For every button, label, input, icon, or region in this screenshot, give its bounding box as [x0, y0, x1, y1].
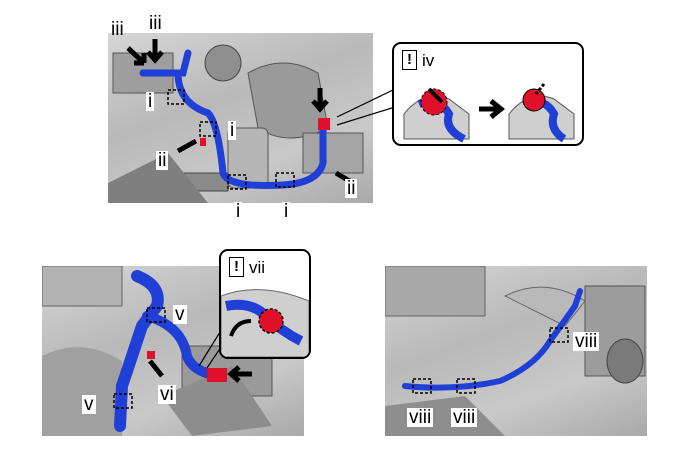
- top-red-clamp: [318, 118, 330, 130]
- left-callout-vii: ! vii: [219, 249, 311, 359]
- label-iii-left: iii: [111, 19, 124, 40]
- label-iii-top: iii: [149, 13, 162, 34]
- bottom-right-engine-view: [385, 266, 647, 436]
- top-callout-leader: [336, 88, 396, 126]
- top-engine-illustration: [108, 39, 364, 203]
- label-ii-right: ii: [345, 178, 358, 199]
- top-callout-iv: ! iv: [392, 42, 584, 146]
- caution-icon: !: [402, 50, 417, 70]
- bottom-right-engine-illustration: [385, 266, 646, 436]
- label-vi: vi: [158, 384, 176, 405]
- label-i-upper-mid: i: [228, 120, 237, 141]
- label-v-upper: v: [173, 304, 187, 325]
- label-ii-left: ii: [156, 150, 169, 171]
- bottom-left-red-clamp: [207, 368, 227, 382]
- label-i-lower-left: i: [234, 201, 243, 222]
- top-red-clamp-small: [200, 138, 206, 146]
- label-viii-left: viii: [407, 407, 434, 428]
- callout-step-iv: iv: [422, 50, 435, 70]
- label-v-lower: v: [82, 394, 96, 415]
- callout-vii-illustration: [221, 289, 309, 357]
- label-i-upper-left: i: [146, 91, 155, 112]
- caution-icon: !: [229, 257, 244, 277]
- label-viii-right: viii: [573, 331, 600, 352]
- callout-step-vii: vii: [249, 257, 266, 277]
- callout-iv-illustration: [403, 83, 575, 143]
- top-engine-view: [108, 33, 373, 203]
- label-i-lower-right: i: [282, 201, 291, 222]
- label-viii-mid: viii: [451, 407, 478, 428]
